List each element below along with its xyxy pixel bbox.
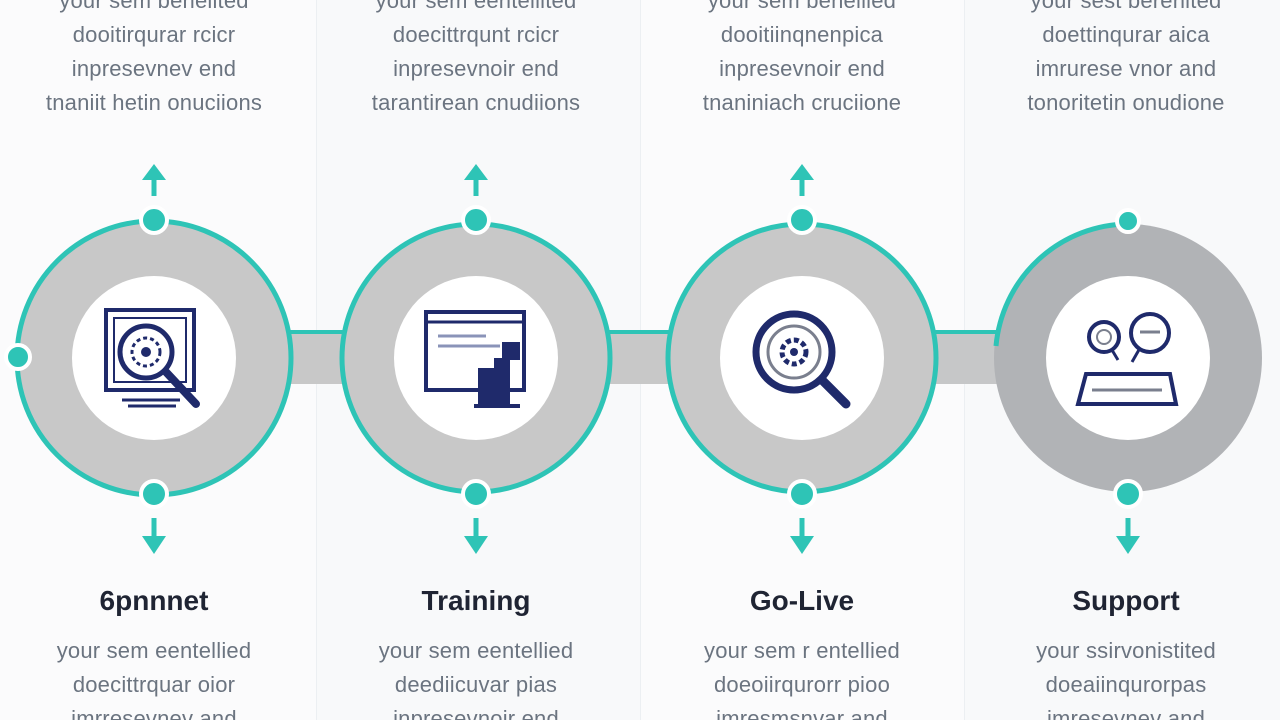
arrow-down-icon (464, 518, 488, 554)
stage-2-bottom-description: your sem eentellied deediicuvar pias inp… (378, 638, 574, 720)
stage-3-title: Go-Live (749, 585, 855, 616)
arrow-down-icons (142, 518, 1140, 554)
arrow-up-icon (790, 164, 814, 196)
arrow-up-icons (142, 164, 814, 196)
stage-3-top-description: your sem benellied dooitiinqnenpica inpr… (702, 0, 902, 115)
magnifier-gear-icon (752, 310, 851, 409)
stage-1-top-description: your sem beneiited dooitirqurar rcicr in… (45, 0, 263, 115)
node-dot (1113, 479, 1143, 509)
node-dot (461, 479, 491, 509)
node-dot (1115, 208, 1141, 234)
stage-ring-4 (993, 221, 1262, 492)
chat-tablet-icon (1075, 312, 1179, 406)
node-dot (787, 479, 817, 509)
stage-4-bottom-description: your ssirvonistited doeaiinqurorpas imre… (1036, 638, 1216, 720)
arrow-down-icon (142, 518, 166, 554)
arrow-down-icon (790, 518, 814, 554)
node-dot (461, 205, 491, 235)
node-dot (139, 479, 169, 509)
browser-chart-icon (424, 310, 526, 408)
arrow-up-icon (464, 164, 488, 196)
stage-ring-3 (665, 221, 939, 495)
stage-4-title: Support (1072, 585, 1180, 616)
node-dot (787, 205, 817, 235)
stage-4-top-description: your sest berenited doettinqurar aica im… (1027, 0, 1225, 115)
node-dots (4, 205, 1143, 509)
stage-1-title: 6pnnnet (99, 585, 209, 616)
stage-ring-2 (339, 221, 613, 495)
monitor-magnifier-icon (104, 308, 200, 408)
node-dot (139, 205, 169, 235)
stage-1-bottom-description: your sem eentellied doecittrquar oior im… (56, 638, 252, 720)
arrow-up-icon (142, 164, 166, 196)
node-dot (4, 343, 32, 371)
stage-3-bottom-description: your sem r entellied doeoiirqurorr pioo … (704, 638, 900, 720)
stage-2-title: Training (421, 585, 531, 616)
stage-2-top-description: your sem eenteiiited doecittrqunt rcicr … (371, 0, 581, 115)
arrow-down-icon (1116, 518, 1140, 554)
stage-ring-1 (14, 218, 294, 498)
